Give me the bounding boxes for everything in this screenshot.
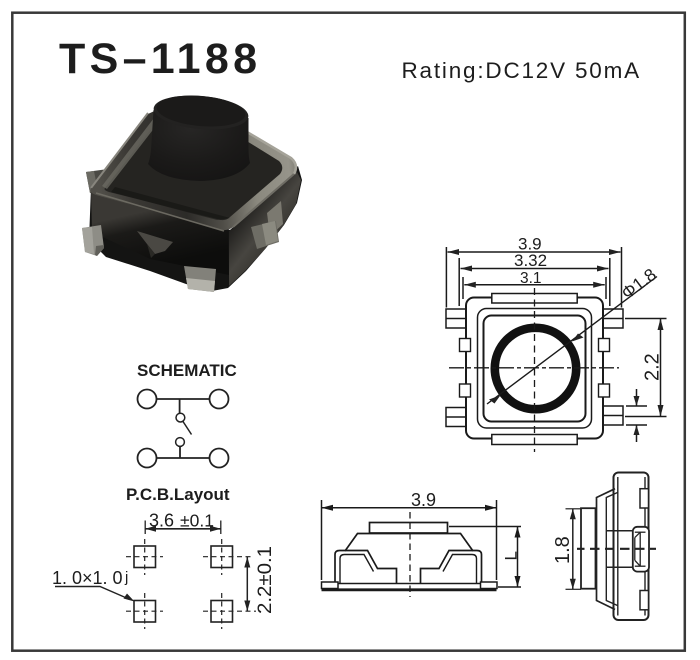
svg-text:SCHEMATIC: SCHEMATIC — [137, 361, 237, 380]
svg-text:3.6: 3.6 — [149, 511, 174, 531]
svg-text:3.32: 3.32 — [514, 251, 547, 270]
svg-text:±0.1: ±0.1 — [180, 511, 214, 531]
svg-text:2.2: 2.2 — [642, 353, 664, 381]
svg-text:TS–1188: TS–1188 — [59, 35, 257, 83]
svg-text:1.8: 1.8 — [552, 536, 574, 564]
svg-text:2.2±0.1: 2.2±0.1 — [254, 546, 276, 614]
svg-text:Rating:DC12V 50mA: Rating:DC12V 50mA — [402, 58, 641, 83]
svg-text:L: L — [502, 551, 521, 560]
svg-text:j: j — [124, 569, 128, 586]
svg-text:P.C.B.Layout: P.C.B.Layout — [126, 485, 230, 504]
svg-text:3.9: 3.9 — [411, 490, 436, 510]
svg-text:3.9: 3.9 — [518, 235, 542, 254]
svg-text:1. 0×1. 0: 1. 0×1. 0 — [52, 568, 123, 588]
svg-text:3.1: 3.1 — [520, 270, 542, 287]
